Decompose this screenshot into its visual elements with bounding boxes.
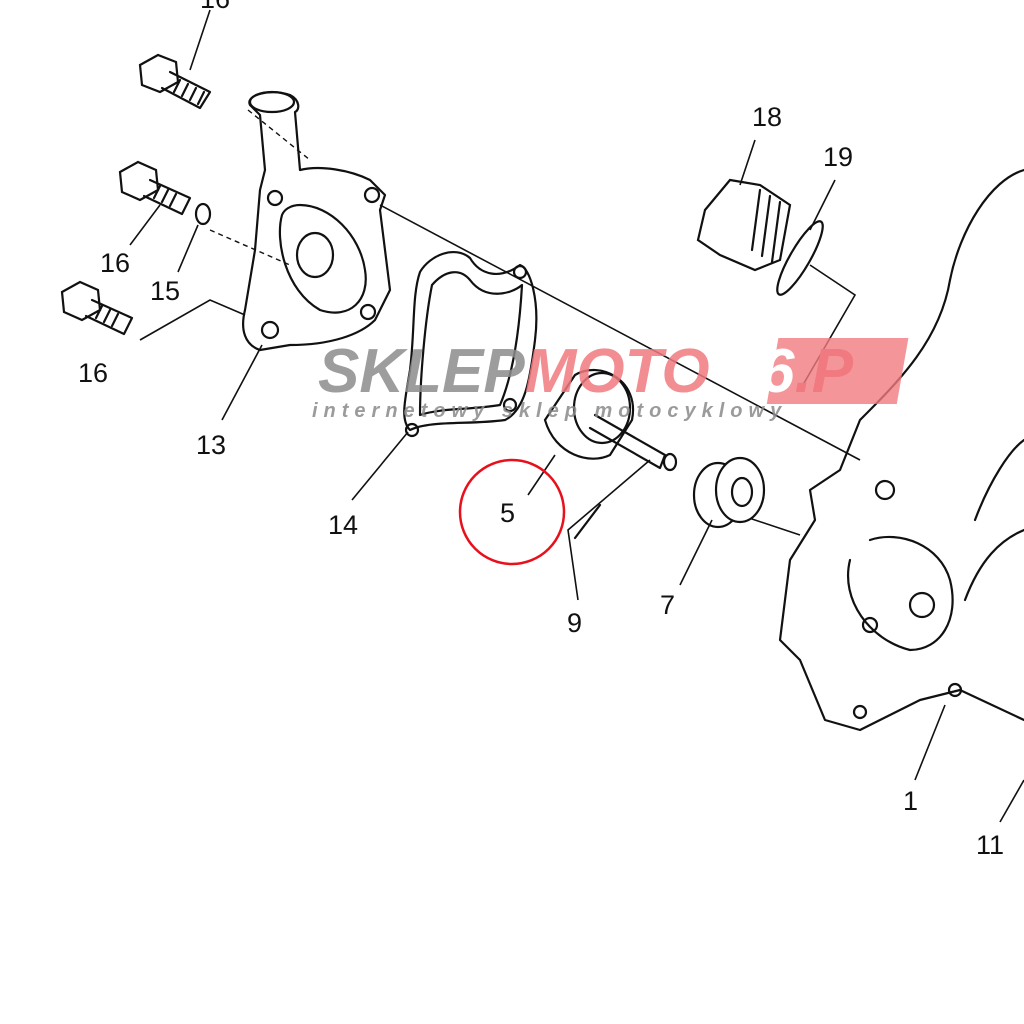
callout-5: 5 [500, 498, 515, 528]
leader-5 [527, 454, 556, 496]
gasket-14 [403, 250, 538, 438]
leader-16-lower [139, 299, 246, 341]
impeller-shaft-5 [543, 369, 678, 472]
leader-18 [739, 139, 756, 186]
leader-16-top [189, 9, 211, 71]
bolt-path-line [209, 229, 291, 266]
leader-16-middle [129, 204, 161, 246]
callout-11: 11 [976, 830, 1004, 860]
o-ring-19 [776, 220, 824, 296]
assembly-axis-line [379, 204, 861, 461]
callout-18: 18 [752, 102, 782, 132]
leader-19 [809, 179, 836, 231]
bolt-path-line [247, 109, 311, 161]
callout-15: 15 [150, 276, 180, 306]
leader-9 [567, 459, 651, 601]
leader-13 [221, 344, 263, 421]
watermark-brand-box: 46 [724, 337, 795, 406]
watermark-brand-gray: SKLEP [318, 337, 525, 406]
watermark-box [766, 338, 909, 404]
callout-16-lower: 16 [78, 358, 108, 388]
callout-13: 13 [196, 430, 226, 460]
watermark-brand-red: MOTO [525, 337, 710, 406]
highlight-circle [458, 458, 566, 566]
oil-seal-7 [692, 456, 766, 529]
washer-15 [194, 202, 212, 226]
bolt-16-top [138, 53, 212, 110]
bolt-16-lower [60, 280, 134, 336]
watermark-tagline: internetowy sklep motocyklowy [312, 400, 787, 422]
water-pump-cover-13 [242, 90, 392, 352]
callout-9: 9 [567, 608, 582, 638]
callout-16-middle: 16 [100, 248, 130, 278]
bolt-16-middle [118, 160, 192, 216]
pin-9 [573, 503, 602, 540]
callout-19: 19 [823, 142, 853, 172]
leader-1 [914, 704, 946, 781]
callout-16-top: 16 [200, 0, 230, 14]
leader-14 [351, 431, 409, 501]
callout-7: 7 [660, 590, 675, 620]
leader-15 [177, 224, 199, 273]
plug-18 [696, 178, 792, 272]
leader-7 [679, 519, 713, 586]
crankcase-cover-1 [778, 168, 1024, 732]
watermark-brand-tail: .P [795, 337, 854, 406]
leader-11 [999, 779, 1024, 823]
callout-1: 1 [903, 786, 918, 816]
callout-14: 14 [328, 510, 358, 540]
